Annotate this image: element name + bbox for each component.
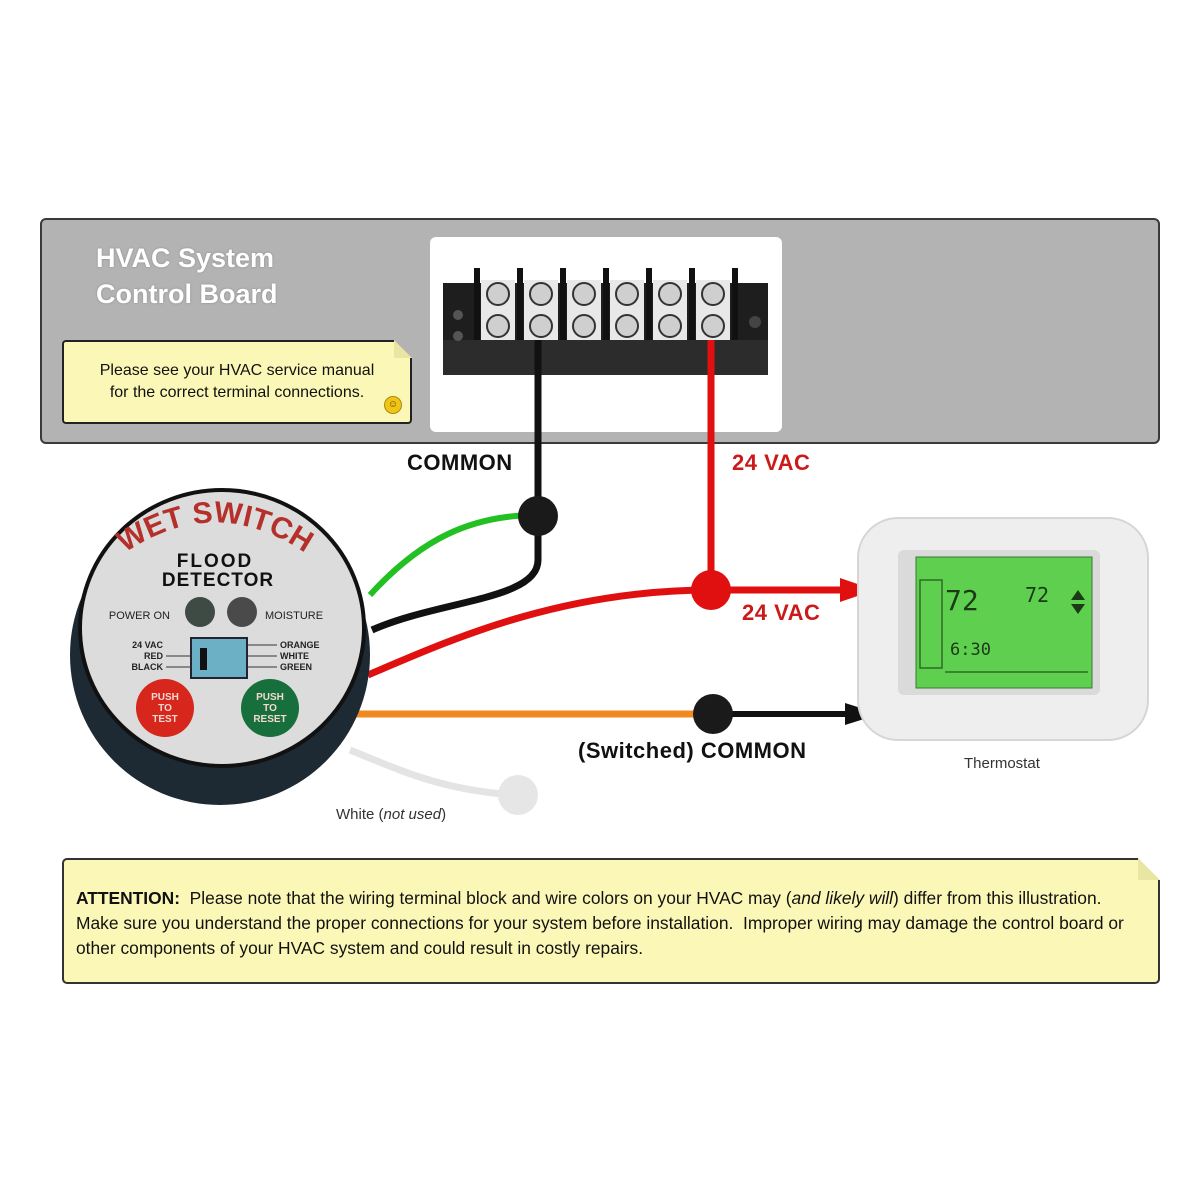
thermostat: 72 72 6:30 [857,517,1149,741]
terminal-divider [646,268,652,340]
terminal-block-base [443,340,768,375]
mount-hole-left [453,310,463,320]
moisture-led-label: MOISTURE [265,610,323,622]
terminal-screw-icon[interactable] [658,314,682,338]
button-label: TO [158,703,172,714]
terminal-divider [474,268,480,340]
wiring-schematic-icon [190,637,248,679]
mount-hole-left [453,331,463,341]
temp-down-icon[interactable] [1071,604,1085,614]
white-wire-label: White (not used) [336,806,446,823]
mount-hole-right [749,316,761,328]
attention-body-1: Please note that the wiring terminal blo… [180,888,792,908]
detector-left-wire-label: BLACK [132,662,164,672]
terminal-screw-icon[interactable] [486,314,510,338]
terminal-screw-icon[interactable] [658,282,682,306]
terminal-screw-icon[interactable] [572,314,596,338]
power-led [185,597,215,627]
schematic-relay [200,648,207,670]
power-led-label: POWER ON [109,610,170,622]
white-label-prefix: White ( [336,806,384,823]
24vac-label-mid: 24 VAC [742,600,821,625]
button-label: TO [263,703,277,714]
board-title-line2: Control Board [96,279,278,309]
test-button[interactable] [136,679,194,737]
attention-text: ATTENTION: Please note that the wiring t… [76,886,1144,961]
service-manual-note: Please see your HVAC service manual for … [62,340,412,424]
attention-body-2: ) differ from this illustration. Make su… [76,888,1129,958]
attention-italic: and likely will [791,888,894,908]
attention-heading: ATTENTION: [76,888,181,908]
detector-left-wire-label: RED [144,651,164,661]
green-wire [367,512,539,598]
terminal-divider [732,268,738,340]
smiley-icon: ☺ [384,396,402,414]
switched-common-junction [693,694,733,734]
board-title: HVAC System Control Board [96,240,278,312]
detector-right-wire-label: GREEN [280,662,312,672]
lcd-side-menu [919,579,943,669]
flood-detector: WET SWITCH FLOOD DETECTOR POWER ON MOIST… [70,488,370,805]
terminal-screw-icon[interactable] [572,282,596,306]
note-line2: for the correct terminal connections. [109,384,365,401]
terminal-divider [689,268,695,340]
detector-line2: DETECTOR [162,570,274,591]
terminal-block [443,268,768,375]
24vac-label-top: 24 VAC [732,450,811,475]
note-fold [1138,858,1160,880]
lcd-time: 6:30 [950,640,991,660]
white-wire [348,746,516,799]
temp-up-icon[interactable] [1071,590,1085,600]
terminal-divider [560,268,566,340]
common-label: COMMON [407,450,513,475]
common-junction [518,496,558,536]
terminal-divider [517,268,523,340]
moisture-led [227,597,257,627]
white-wire-cap [498,775,538,815]
thermostat-label: Thermostat [964,755,1040,772]
terminal-divider [603,268,609,340]
reset-button[interactable] [241,679,299,737]
switched-common-label: (Switched) COMMON [578,738,807,763]
detector-right-wire-label: ORANGE [280,640,320,650]
detector-line1: FLOOD [177,551,254,572]
note-line1: Please see your HVAC service manual [99,362,375,379]
terminal-screw-icon[interactable] [615,282,639,306]
white-label-suffix: ) [441,806,447,823]
black-wire [370,515,542,634]
button-label: RESET [253,714,286,725]
white-label-italic: not used [383,806,442,823]
terminal-screw-icon[interactable] [615,314,639,338]
detector-right-wire-label: WHITE [280,651,309,661]
terminal-screw-icon[interactable] [529,282,553,306]
vac-junction [691,570,731,610]
button-label: PUSH [256,692,284,703]
thermostat-lcd [915,556,1093,689]
terminal-screw-icon[interactable] [486,282,510,306]
detector-left-wire-label: 24 VAC [132,640,163,650]
button-label: PUSH [151,692,179,703]
note-fold [394,340,412,358]
board-title-line1: HVAC System [96,243,275,273]
attention-note: ATTENTION: Please note that the wiring t… [62,858,1160,984]
current-temp: 72 [945,584,979,617]
red-wire [366,586,845,679]
button-label: TEST [152,714,178,725]
terminal-screw-icon[interactable] [701,282,725,306]
set-temp: 72 [1025,583,1049,607]
terminal-screw-icon[interactable] [529,314,553,338]
terminal-screw-icon[interactable] [701,314,725,338]
